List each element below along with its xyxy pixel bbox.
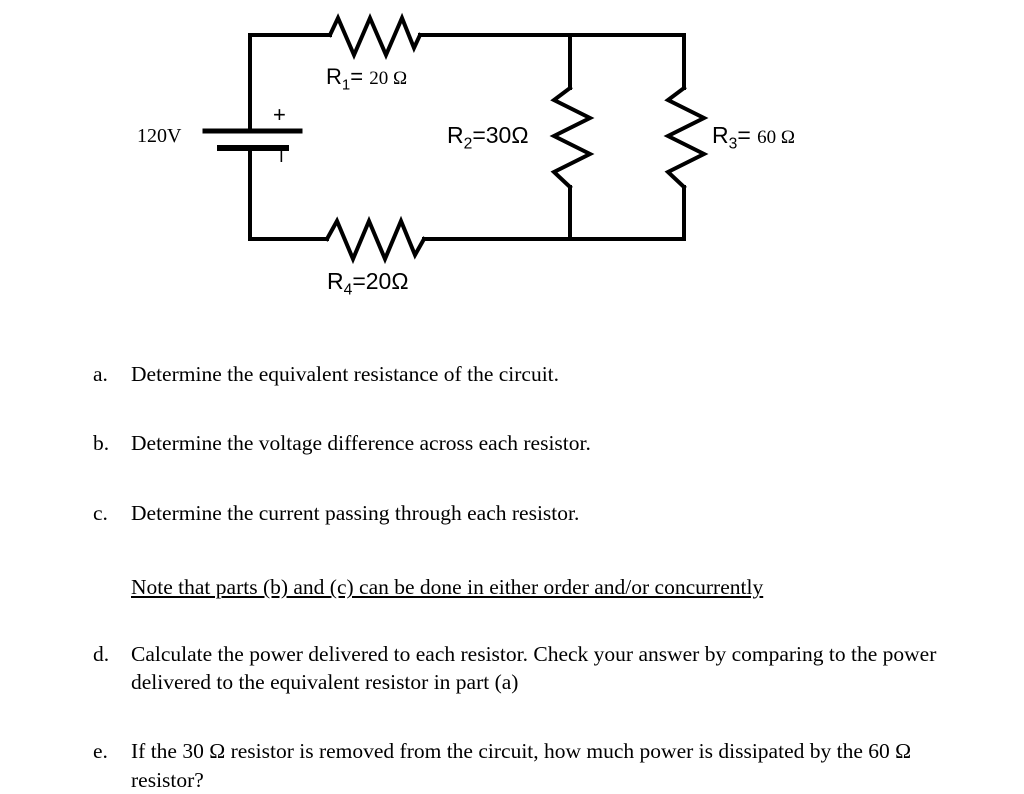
resistor-r1-zigzag <box>327 12 423 61</box>
question-item-b: b. Determine the voltage difference acro… <box>0 429 1024 457</box>
resistor-r4-subscript: 4 <box>343 281 353 299</box>
question-list: a. Determine the equivalent resistance o… <box>0 360 1024 794</box>
question-text-a: Determine the equivalent resistance of t… <box>131 362 560 386</box>
resistor-r2-symbol: R <box>447 122 464 148</box>
source-voltage-label: 120V <box>137 125 182 147</box>
question-note: Note that parts (b) and (c) can be done … <box>0 573 1024 601</box>
question-note-text: Note that parts (b) and (c) can be done … <box>131 575 764 600</box>
resistor-r2-value: =30Ω <box>472 122 529 148</box>
resistor-r4-zigzag <box>324 215 427 265</box>
battery-minus-sign: I <box>279 147 284 166</box>
resistor-r1-label: R1= 20 Ω <box>326 66 407 93</box>
question-item-c: c. Determine the current passing through… <box>0 499 1024 527</box>
resistor-r2-subscript: 2 <box>463 135 473 153</box>
resistor-r3-value: 60 Ω <box>757 127 796 148</box>
resistor-r2-zigzag <box>549 85 595 190</box>
resistor-r4-label: R4=20Ω <box>327 270 409 298</box>
question-item-d: d. Calculate the power delivered to each… <box>0 640 1024 697</box>
battery-plus-sign: + <box>273 102 286 127</box>
question-marker-e: e. <box>93 739 108 764</box>
circuit-diagram: 120V + I R1= 20 Ω R2=30Ω R3= 60 Ω R4=20Ω <box>0 0 1024 320</box>
question-marker-d: d. <box>93 641 110 666</box>
resistor-r3-subscript: 3 <box>728 135 738 153</box>
question-item-a: a. Determine the equivalent resistance o… <box>0 360 1024 388</box>
question-text-e: If the 30 Ω resistor is removed from the… <box>131 739 912 792</box>
circuit-schematic-svg <box>202 12 709 265</box>
question-text-d: Calculate the power delivered to each re… <box>131 641 937 694</box>
resistor-r1-symbol: R1= <box>326 64 370 94</box>
question-marker-b: b. <box>93 431 110 456</box>
resistor-r2-label: R2=30Ω <box>447 124 529 152</box>
question-text-b: Determine the voltage difference across … <box>131 431 591 456</box>
question-text-c: Determine the current passing through ea… <box>131 500 580 525</box>
resistor-r1-value: 20 Ω <box>369 68 408 89</box>
circuit-wires <box>202 12 709 265</box>
resistor-r1-subscript: 1 <box>341 76 351 94</box>
resistor-r3-label: R3= 60 Ω <box>712 122 796 153</box>
question-marker-a: a. <box>93 362 108 386</box>
resistor-r4-value: =20Ω <box>352 268 409 294</box>
resistor-r3-symbol: R <box>712 122 729 148</box>
resistor-r4-symbol: R <box>327 268 344 294</box>
question-item-e: e. If the 30 Ω resistor is removed from … <box>0 737 1024 794</box>
question-marker-c: c. <box>93 500 108 525</box>
resistor-r3-zigzag <box>663 85 709 190</box>
